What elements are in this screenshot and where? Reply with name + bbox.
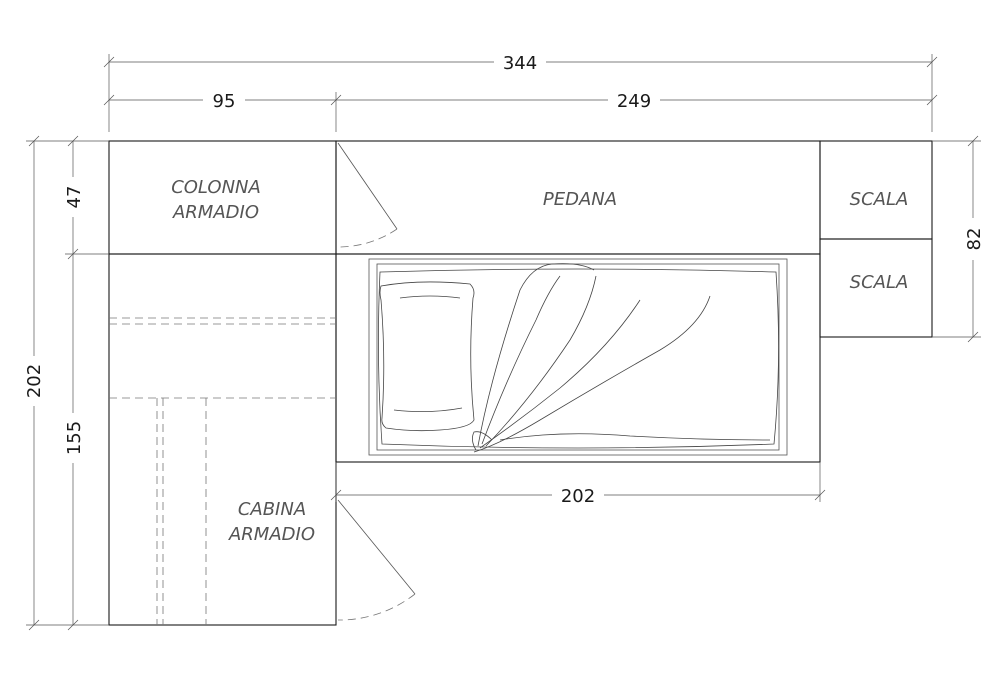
mattress <box>368 258 788 456</box>
dim-label-right-width: 249 <box>617 91 651 112</box>
dim-label-left-width: 95 <box>213 91 236 112</box>
label-cabina-line1: CABINA <box>238 499 306 520</box>
bed-frame-outline <box>335 253 821 463</box>
walk-in-closet-outline <box>108 253 337 626</box>
dimension-partial-heights <box>65 135 109 631</box>
blanket-fold <box>472 263 771 453</box>
door-swing-bottom <box>337 499 416 621</box>
label-colonna-line2: ARMADIO <box>172 202 259 223</box>
closet-dashed-lines <box>109 317 336 625</box>
stair-steps-outline <box>819 140 933 338</box>
label-scala-top: SCALA <box>850 189 909 210</box>
label-scala-bottom: SCALA <box>850 272 909 293</box>
dimension-partial-widths <box>103 92 938 132</box>
label-colonna-line1: COLONNA <box>171 177 261 198</box>
label-pedana: PEDANA <box>543 189 617 210</box>
dim-label-total-width: 344 <box>503 53 537 74</box>
dim-label-total-height: 202 <box>24 364 45 398</box>
dim-label-stair-height: 82 <box>964 228 985 251</box>
label-cabina-line2: ARMADIO <box>228 524 315 545</box>
dim-label-bed-length: 202 <box>561 486 595 507</box>
door-swing-top <box>337 142 398 248</box>
pillow <box>379 281 475 432</box>
dim-label-top-height: 47 <box>64 186 85 209</box>
dim-label-lower-height: 155 <box>64 421 85 455</box>
